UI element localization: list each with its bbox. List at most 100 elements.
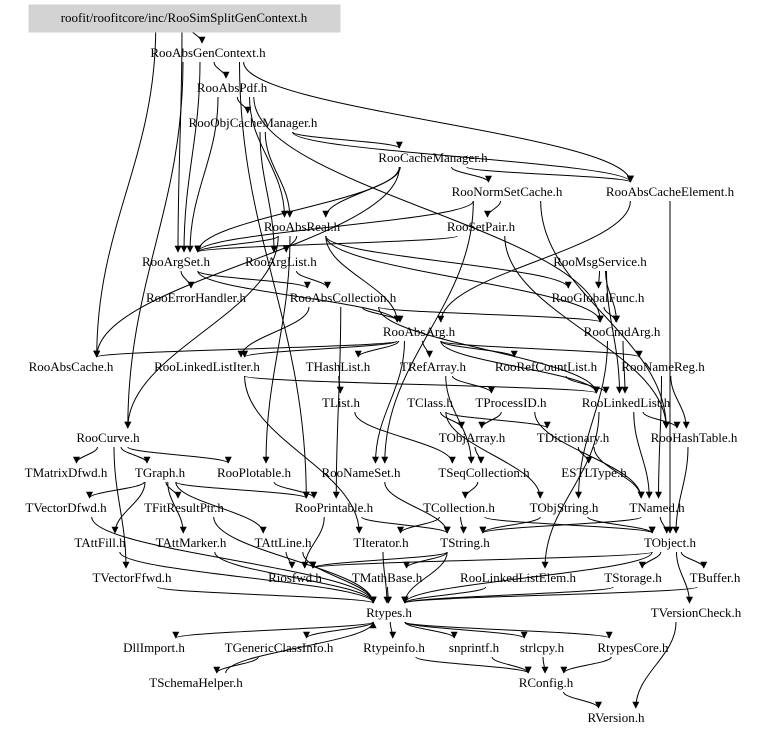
edge-rooabsarg-to-trefarray xyxy=(422,340,433,358)
node-label: RooArgList.h xyxy=(245,254,317,269)
edge-tgraph-to-tfitresultptr xyxy=(165,481,182,499)
graph-node-roomsgservice[interactable]: RooMsgService.h xyxy=(553,254,647,269)
graph-node-tobjstring[interactable]: TObjString.h xyxy=(530,500,599,515)
node-label: RooLinkedListElem.h xyxy=(460,570,576,585)
graph-node-tgraph[interactable]: TGraph.h xyxy=(135,465,186,480)
graph-node-roocmdarg[interactable]: RooCmdArg.h xyxy=(584,324,661,339)
graph-node-rooglobalfunc[interactable]: RooGlobalFunc.h xyxy=(552,290,645,305)
root-node-box xyxy=(28,4,341,33)
edge-rtypes-to-rtypeinfo xyxy=(389,621,397,639)
edge-rooglobalfunc-to-roocmdarg xyxy=(603,306,620,323)
graph-node-tattline[interactable]: TAttLine.h xyxy=(254,535,312,550)
graph-node-tvectorffwd[interactable]: TVectorFfwd.h xyxy=(92,570,172,585)
graph-node-titerator[interactable]: TIterator.h xyxy=(353,535,409,550)
graph-node-rooabsarg[interactable]: RooAbsArg.h xyxy=(383,324,456,339)
graph-node-rooargset[interactable]: RooArgSet.h xyxy=(142,254,211,269)
graph-node-tgenericclassinfo[interactable]: TGenericClassInfo.h xyxy=(225,640,334,655)
graph-node-dllimport[interactable]: DllImport.h xyxy=(123,640,185,655)
graph-node-estltype[interactable]: ESTLType.h xyxy=(561,465,627,480)
graph-node-tobject[interactable]: TObject.h xyxy=(644,535,697,550)
graph-node-trefarray[interactable]: TRefArray.h xyxy=(400,359,466,374)
graph-node-rtypes[interactable]: Rtypes.h xyxy=(366,605,412,620)
edge-rooabscacheelement-to-rooabsarg xyxy=(437,200,631,323)
graph-node-tobjarray[interactable]: TObjArray.h xyxy=(439,430,506,445)
graph-node-rooabscache[interactable]: RooAbsCache.h xyxy=(29,359,114,374)
graph-node-rooabsgencontext[interactable]: RooAbsGenContext.h xyxy=(150,45,266,60)
node-label: RooArgSet.h xyxy=(142,254,211,269)
edge-rooabsarg-to-roolinkedlistiter xyxy=(241,340,398,358)
graph-node-tattmarker[interactable]: TAttMarker.h xyxy=(156,535,227,550)
edge-trefarray-to-tseqcollection xyxy=(445,375,475,464)
node-label: DllImport.h xyxy=(123,640,185,655)
graph-node-rooerrorhandler[interactable]: RooErrorHandler.h xyxy=(146,290,247,305)
graph-node-rooabscacheelement[interactable]: RooAbsCacheElement.h xyxy=(606,184,735,199)
graph-node-tbuffer[interactable]: TBuffer.h xyxy=(690,570,741,585)
graph-node-roosetpair[interactable]: RooSetPair.h xyxy=(447,219,516,234)
graph-node-tcollection[interactable]: TCollection.h xyxy=(423,500,495,515)
graph-node-tattfill[interactable]: TAttFill.h xyxy=(74,535,126,550)
edge-rooobjcachemanager-to-rooarglist xyxy=(259,131,278,253)
graph-node-rooprintable[interactable]: RooPrintable.h xyxy=(295,500,374,515)
graph-node-roolinkedlistiter[interactable]: RooLinkedListIter.h xyxy=(154,359,260,374)
graph-node-tseqcollection[interactable]: TSeqCollection.h xyxy=(438,465,530,480)
graph-node-rtypescore[interactable]: RtypesCore.h xyxy=(597,640,669,655)
graph-node-root[interactable]: roofit/roofitcore/inc/RooSimSplitGenCont… xyxy=(28,4,341,33)
graph-node-rtypeinfo[interactable]: Rtypeinfo.h xyxy=(363,640,425,655)
graph-node-snprintf[interactable]: snprintf.h xyxy=(449,640,500,655)
graph-node-tprocessid[interactable]: TProcessID.h xyxy=(475,395,547,410)
node-label: RooNormSetCache.h xyxy=(452,184,563,199)
graph-node-rooarglist[interactable]: RooArgList.h xyxy=(245,254,317,269)
graph-node-roorefcountlist[interactable]: RooRefCountList.h xyxy=(495,359,598,374)
edge-tgraph-to-tattline xyxy=(175,481,267,534)
graph-node-thashlist[interactable]: THashList.h xyxy=(306,359,371,374)
graph-node-roonamereg[interactable]: RooNameReg.h xyxy=(621,359,705,374)
graph-node-roocurve[interactable]: RooCurve.h xyxy=(76,430,140,445)
graph-node-tfitresultptr[interactable]: TFitResultPtr.h xyxy=(144,500,224,515)
edge-roolinkedlist-to-roohashtable xyxy=(642,411,681,429)
graph-node-rooobjcachemanager[interactable]: RooObjCacheManager.h xyxy=(189,115,318,130)
graph-node-rooabscollection[interactable]: RooAbsCollection.h xyxy=(290,290,397,305)
edge-tclass-to-tdictionary xyxy=(445,411,551,429)
graph-node-roolinkedlist[interactable]: RooLinkedList.h xyxy=(582,395,671,410)
graph-node-roocachemanager[interactable]: RooCacheManager.h xyxy=(378,150,488,165)
graph-node-tmatrixdfwd[interactable]: TMatrixDfwd.h xyxy=(25,465,108,480)
node-label: TDictionary.h xyxy=(537,430,610,445)
graph-node-tclass[interactable]: TClass.h xyxy=(407,395,453,410)
node-label: TSchemaHelper.h xyxy=(149,675,243,690)
graph-node-tschemahelper[interactable]: TSchemaHelper.h xyxy=(149,675,243,690)
edge-tattfill-to-rtypes xyxy=(119,551,377,604)
edge-rtypeinfo-to-rconfig xyxy=(415,656,532,674)
graph-node-tversioncheck[interactable]: TVersionCheck.h xyxy=(651,605,742,620)
edge-roocurve-to-rooplotable xyxy=(127,446,232,464)
graph-node-tnamed[interactable]: TNamed.h xyxy=(629,500,685,515)
graph-node-roolinkedlistelem[interactable]: RooLinkedListElem.h xyxy=(460,570,576,585)
graph-node-rooabsreal[interactable]: RooAbsReal.h xyxy=(264,219,341,234)
edge-rtypes-to-strlcpy xyxy=(404,621,528,639)
graph-node-tstring[interactable]: TString.h xyxy=(440,535,490,550)
edge-tclass-to-tobjarray xyxy=(440,411,465,429)
graph-node-strlcpy[interactable]: strlcpy.h xyxy=(520,640,565,655)
edge-rooabsreal-to-roocmdarg xyxy=(325,235,604,323)
edge-roocmdarg-to-roolinkedlist xyxy=(621,340,629,394)
graph-node-tstorage[interactable]: TStorage.h xyxy=(604,570,662,585)
edge-rooabsarg-to-roonamereg xyxy=(440,340,643,358)
graph-node-roonameset[interactable]: RooNameSet.h xyxy=(321,465,401,480)
graph-node-roohashtable[interactable]: RooHashTable.h xyxy=(651,430,738,445)
edge-roonormsetcache-to-roohashtable xyxy=(540,200,670,429)
graph-node-rooabspdf[interactable]: RooAbsPdf.h xyxy=(197,80,268,95)
node-label: RooHashTable.h xyxy=(651,430,738,445)
edge-rooabsarg-to-thashlist xyxy=(354,340,400,358)
graph-node-roonormsetcache[interactable]: RooNormSetCache.h xyxy=(452,184,563,199)
edge-rooabsreal-to-rooglobalfunc xyxy=(325,235,572,289)
node-label: TProcessID.h xyxy=(475,395,547,410)
graph-node-rconfig[interactable]: RConfig.h xyxy=(519,675,574,690)
graph-node-rversion[interactable]: RVersion.h xyxy=(587,710,645,725)
graph-node-tdictionary[interactable]: TDictionary.h xyxy=(537,430,610,445)
node-label: Rtypes.h xyxy=(366,605,412,620)
graph-node-riosfwd[interactable]: Riosfwd.h xyxy=(268,570,322,585)
graph-node-tvectordfwd[interactable]: TVectorDfwd.h xyxy=(25,500,107,515)
graph-node-rooplotable[interactable]: RooPlotable.h xyxy=(217,465,292,480)
node-label: RooSetPair.h xyxy=(447,219,516,234)
graph-node-tlist[interactable]: TList.h xyxy=(322,395,360,410)
graph-node-tmathbase[interactable]: TMathBase.h xyxy=(352,570,423,585)
